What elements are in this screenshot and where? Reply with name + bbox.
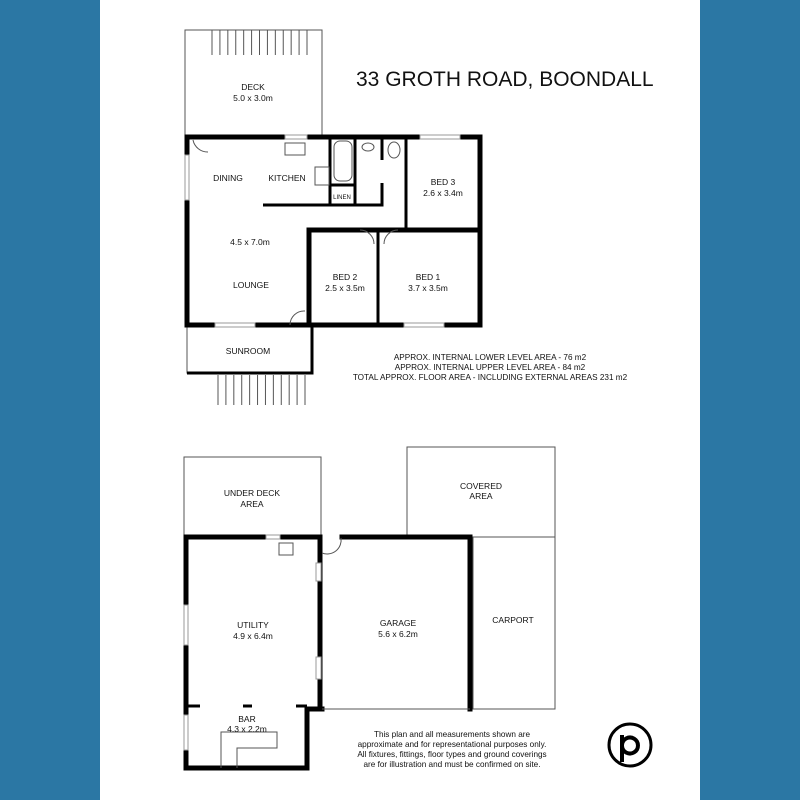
window [419, 134, 461, 140]
agency-logo [607, 722, 653, 768]
logo-p-icon [620, 735, 640, 762]
room-label-bed3: BED 3 [431, 177, 456, 187]
room-label-deck: DECK [241, 82, 265, 92]
sunroom-stairs [217, 375, 306, 405]
door-swings [192, 139, 399, 326]
sink-icon [284, 142, 306, 156]
bar-counter [220, 731, 278, 768]
room-label-carport: CARPORT [492, 615, 533, 625]
room-size-utility: 4.9 x 6.4m [233, 631, 273, 641]
window [183, 714, 189, 751]
window [184, 154, 190, 201]
room-label-sunroom: SUNROOM [226, 346, 270, 356]
area-upper: APPROX. INTERNAL UPPER LEVEL AREA - 84 m… [395, 363, 586, 372]
room-label-kitchen: KITCHEN [268, 173, 305, 183]
disclaimer-line: All fixtures, fittings, floor types and … [357, 750, 546, 759]
carport-outline [472, 536, 556, 710]
room-label-under-deck: UNDER DECK [224, 488, 281, 498]
area-lower: APPROX. INTERNAL LOWER LEVEL AREA - 76 m… [394, 353, 587, 362]
left-blue-band [0, 0, 100, 800]
room-size-garage: 5.6 x 6.2m [378, 629, 418, 639]
area-total: TOTAL APPROX. FLOOR AREA - INCLUDING EXT… [353, 373, 628, 382]
door-swing [321, 537, 342, 555]
room-size-bed3: 2.6 x 3.4m [423, 188, 463, 198]
sliding-door [315, 562, 322, 582]
deck-stairs [211, 30, 308, 55]
room-label-covered-2: AREA [469, 491, 492, 501]
window [183, 604, 189, 646]
sliding-door [315, 656, 322, 680]
disclaimer-line: This plan and all measurements shown are [374, 730, 531, 739]
upper-level-plan: DECK 5.0 x 3.0m DINING KITCHEN LINEN BED… [184, 29, 483, 405]
upper-walls [184, 134, 483, 328]
interior-walls [187, 137, 408, 375]
basin-icon [361, 142, 375, 152]
disclaimer-line: approximate and for representational pur… [358, 740, 547, 749]
room-label-bed1: BED 1 [416, 272, 441, 282]
room-label-utility: UTILITY [237, 620, 269, 630]
room-label-bar: BAR [238, 714, 255, 724]
right-blue-band [700, 0, 800, 800]
property-title: 33 GROTH ROAD, BOONDALL [356, 68, 654, 91]
room-label-linen: LINEN [333, 195, 351, 201]
room-label-garage: GARAGE [380, 618, 417, 628]
laundry-tub-icon [278, 542, 294, 556]
room-size-deck: 5.0 x 3.0m [233, 93, 273, 103]
stove-icon [314, 166, 330, 186]
bathtub-icon [333, 140, 353, 182]
room-label-lounge: LOUNGE [233, 280, 269, 290]
room-label-dining: DINING [213, 173, 243, 183]
room-size-lounge: 4.5 x 7.0m [230, 237, 270, 247]
lower-level-plan: UNDER DECK AREA COVERED AREA UTILITY 4.9… [183, 446, 556, 771]
window [265, 534, 281, 540]
room-label-under-deck-2: AREA [240, 499, 263, 509]
window [214, 322, 256, 328]
room-size-bar: 4.3 x 2.2m [227, 724, 267, 734]
disclaimer-line: are for illustration and must be confirm… [363, 760, 540, 769]
window [403, 322, 445, 328]
logo-circle [607, 722, 653, 768]
room-size-bed2: 2.5 x 3.5m [325, 283, 365, 293]
room-label-bed2: BED 2 [333, 272, 358, 282]
room-label-covered: COVERED [460, 481, 502, 491]
toilet-icon [387, 141, 401, 159]
lower-walls [183, 534, 473, 771]
room-size-bed1: 3.7 x 3.5m [408, 283, 448, 293]
window [284, 134, 308, 140]
